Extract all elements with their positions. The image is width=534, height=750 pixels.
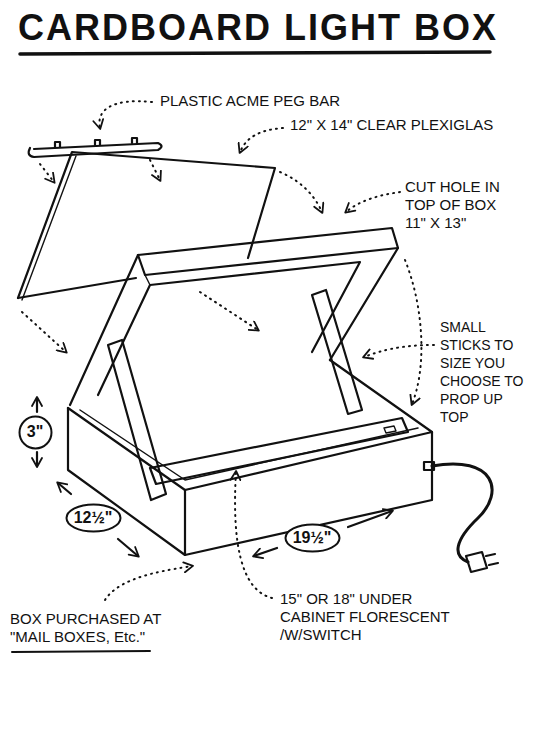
leader-line	[150, 160, 160, 180]
power-cord	[432, 464, 492, 562]
dotted-leaders	[22, 101, 434, 600]
leader-line	[405, 260, 421, 404]
dimension-arrow	[348, 511, 392, 527]
note-label: 15" OR 18" UNDER CABINET FLORESCENT /W/S…	[280, 590, 480, 644]
box-rim	[68, 360, 432, 490]
box-front-edge	[184, 490, 186, 555]
prop-stick	[312, 290, 362, 414]
dimension-arrow	[36, 398, 38, 412]
dimension-arrow	[58, 483, 71, 494]
lid-frame	[70, 228, 398, 405]
prop-stick	[108, 340, 166, 500]
leader-line	[200, 292, 258, 330]
title: CARDBOARD LIGHT BOX	[18, 8, 498, 48]
leader-line	[22, 312, 66, 352]
leader-line	[40, 164, 54, 182]
dimension-arrow	[36, 452, 38, 466]
lid-hole	[98, 262, 360, 395]
dimension-arrow	[254, 548, 277, 556]
leader-line	[346, 192, 400, 212]
note-label: BOX PURCHASED AT "MAIL BOXES, Etc."	[10, 610, 180, 646]
cord-grommet	[424, 462, 434, 470]
note-label: PLASTIC ACME PEG BAR	[160, 92, 460, 110]
dimension-oval: 19½"	[284, 523, 341, 553]
dimension-arrow	[118, 539, 138, 556]
plexiglas-edge	[22, 156, 76, 300]
plug-prongs	[486, 554, 498, 565]
dimension-text: 3"	[18, 422, 53, 442]
leader-line	[364, 345, 434, 357]
text-underline	[12, 651, 150, 652]
plug	[466, 552, 487, 572]
dimension-oval: 12½"	[65, 503, 122, 533]
note-label: SMALL STICKS TO SIZE YOU CHOOSE TO PROP …	[440, 318, 528, 426]
fluorescent-light	[150, 418, 408, 484]
leader-line	[105, 566, 192, 600]
note-label: 12" X 14" CLEAR PLEXIGLAS	[290, 116, 528, 134]
title-underline	[20, 52, 490, 54]
leader-line	[280, 172, 322, 212]
lid-hole-edge	[145, 275, 150, 285]
note-label: CUT HOLE IN TOP OF BOX 11" X 13"	[405, 178, 517, 232]
dimension-oval: 3"	[18, 415, 53, 450]
plexiglas-bottom	[18, 278, 136, 298]
leader-line	[235, 472, 272, 598]
dimension-text: 19½"	[284, 528, 341, 548]
leader-line	[99, 101, 152, 128]
dimension-text: 12½"	[65, 508, 122, 528]
leader-line	[240, 128, 283, 152]
light-switch	[384, 426, 396, 433]
peg-bar-pegs	[55, 138, 137, 147]
box-inner-rim	[80, 410, 418, 480]
box-sides	[68, 408, 432, 555]
